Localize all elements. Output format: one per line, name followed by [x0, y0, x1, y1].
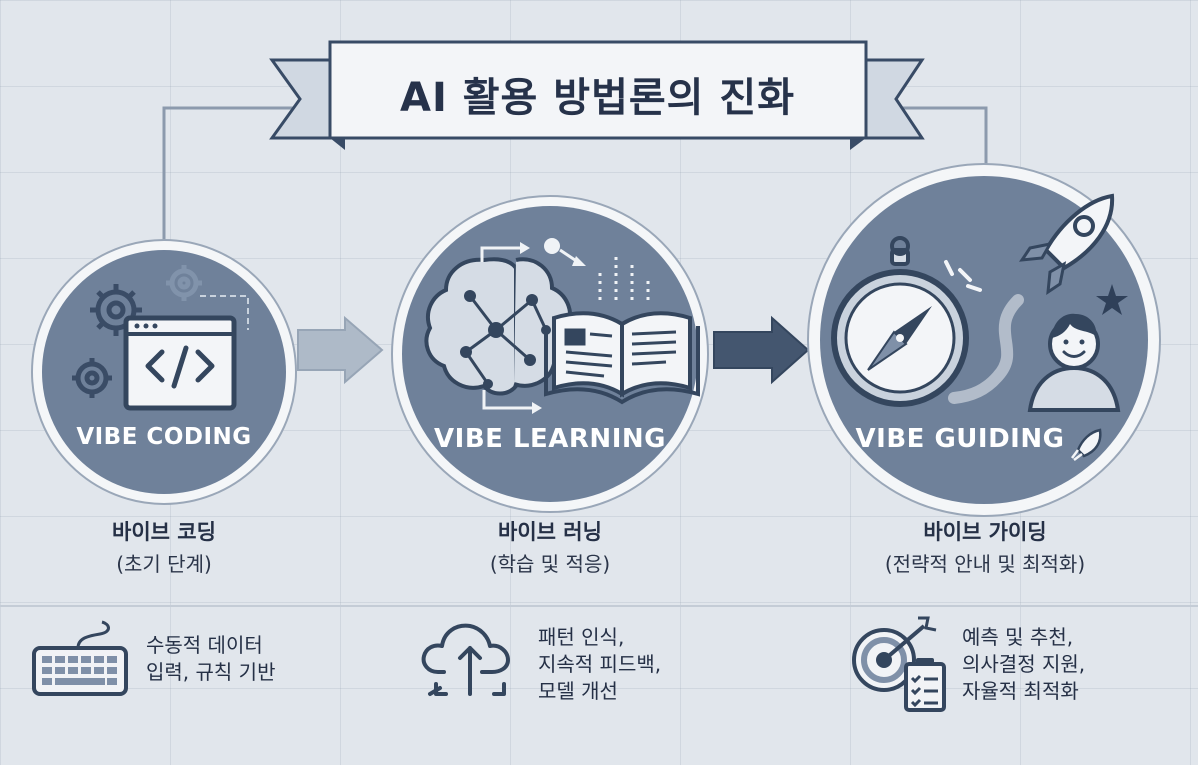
stage-subtitle-coding: (초기 단계)	[64, 548, 264, 577]
cloud-sync-icon	[424, 626, 508, 694]
description-guiding: 예측 및 추천, 의사결정 지원, 자율적 최적화	[962, 624, 1085, 705]
arrow-learning-to-guiding	[714, 318, 808, 382]
description-line: 예측 및 추천,	[962, 624, 1085, 651]
stage-subtitle-learning: (학습 및 적응)	[420, 548, 680, 577]
node-dot	[544, 238, 560, 254]
page-title: AI 활용 방법론의 진화	[345, 46, 850, 142]
stage-subtitle-guiding: (전략적 안내 및 최적화)	[830, 548, 1140, 577]
arrow-coding-to-learning	[298, 318, 382, 382]
description-line: 의사결정 지원,	[962, 651, 1085, 678]
vibe-learning-label: VIBE LEARNING	[420, 424, 680, 454]
description-learning: 패턴 인식, 지속적 피드백, 모델 개선	[538, 624, 661, 705]
open-book-icon	[546, 313, 698, 402]
description-line: 패턴 인식,	[538, 624, 661, 651]
description-line: 수동적 데이터	[146, 632, 275, 659]
vibe-coding-label: VIBE CODING	[64, 424, 264, 450]
target-checklist-icon	[854, 618, 944, 710]
description-line: 지속적 피드백,	[538, 651, 661, 678]
description-coding: 수동적 데이터 입력, 규칙 기반	[146, 632, 275, 686]
code-window-icon	[126, 318, 234, 408]
description-line: 자율적 최적화	[962, 678, 1085, 705]
stage-name-guiding: 바이브 가이딩	[860, 516, 1110, 546]
vibe-guiding-label: VIBE GUIDING	[850, 424, 1070, 454]
brain-network-icon	[426, 259, 571, 393]
stage-name-coding: 바이브 코딩	[64, 516, 264, 546]
stage-name-learning: 바이브 러닝	[440, 516, 660, 546]
description-line: 모델 개선	[538, 678, 661, 705]
keyboard-icon	[34, 622, 126, 694]
description-line: 입력, 규칙 기반	[146, 659, 275, 686]
